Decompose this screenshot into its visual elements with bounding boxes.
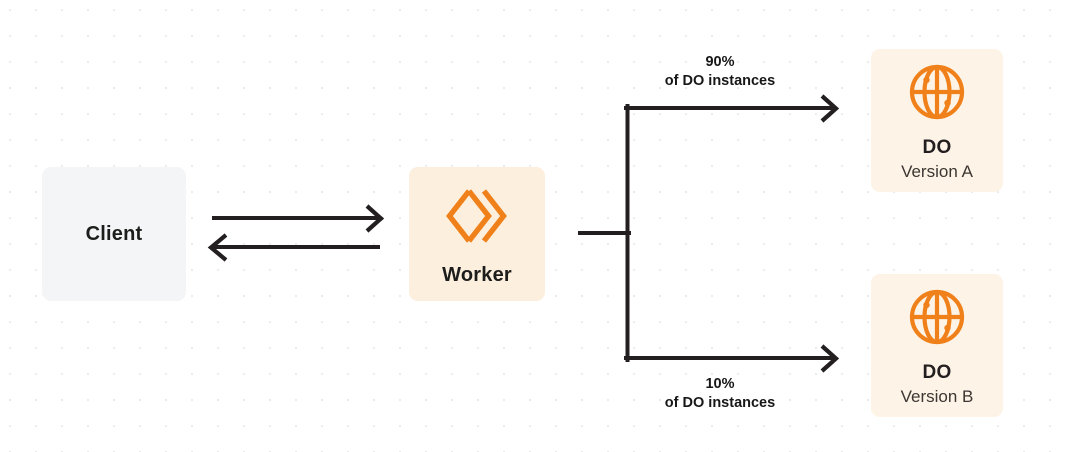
node-do-version-a[interactable]: DO Version A <box>871 49 1003 192</box>
node-do-b-label: DO <box>922 362 952 383</box>
edge-worker-to-do-a <box>624 94 840 123</box>
node-client-label: Client <box>85 222 143 245</box>
node-do-a-label: DO <box>922 137 952 158</box>
edge-worker-to-do-b <box>624 344 840 373</box>
edge-label-do-b: 10% of DO instances <box>595 375 845 413</box>
edge-client-to-worker <box>212 204 385 233</box>
node-do-version-b[interactable]: DO Version B <box>871 274 1003 417</box>
edge-client-to-worker-arrowhead <box>365 204 385 233</box>
edge-worker-to-client-arrowhead <box>207 233 228 262</box>
edge-label-do-a-percent: 90% <box>705 54 735 70</box>
edge-label-do-b-percent: 10% <box>705 376 735 392</box>
edge-label-do-b-caption: of DO instances <box>664 395 776 411</box>
globe-icon <box>908 288 966 346</box>
node-do-b-version: Version B <box>900 387 974 406</box>
worker-chevron-icon <box>446 188 508 244</box>
edge-label-do-a-caption: of DO instances <box>664 73 776 89</box>
edge-label-do-a: 90% of DO instances <box>595 53 845 91</box>
edge-worker-to-do-a-arrowhead <box>820 94 840 123</box>
edge-worker-to-client <box>207 233 380 262</box>
node-worker-label: Worker <box>442 263 512 286</box>
node-do-a-version: Version A <box>901 162 973 181</box>
edge-worker-to-do-b-arrowhead <box>820 344 840 373</box>
globe-icon <box>908 63 966 121</box>
node-client[interactable]: Client <box>42 167 186 301</box>
node-worker[interactable]: Worker <box>409 167 545 301</box>
